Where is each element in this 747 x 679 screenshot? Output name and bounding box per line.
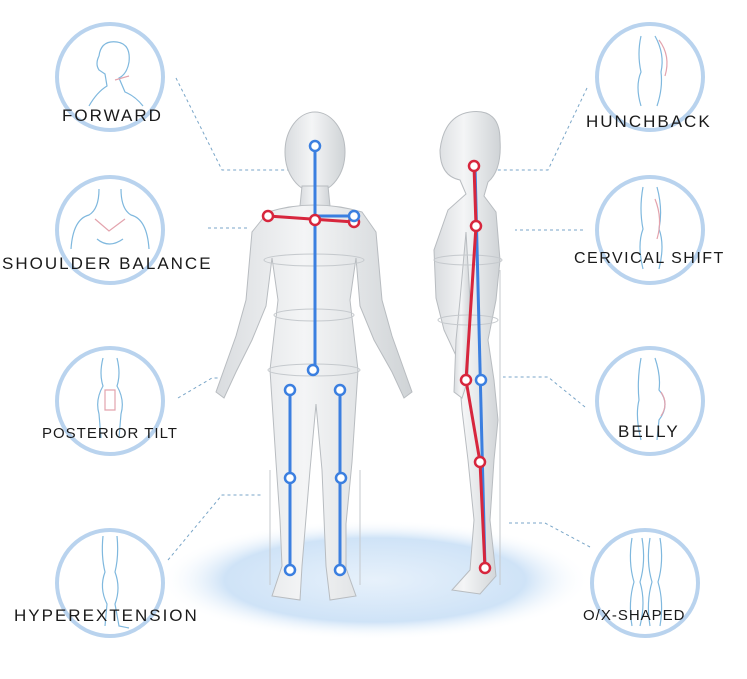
forward-head-icon bbox=[88, 41, 144, 107]
platform bbox=[160, 520, 590, 640]
ox-shaped-circle bbox=[590, 528, 700, 638]
hunchback-label: HUNCHBACK bbox=[586, 112, 712, 131]
posterior-tilt-icon bbox=[97, 357, 123, 439]
cervical-shift-circle bbox=[595, 175, 705, 285]
shoulder-balance-icon bbox=[70, 188, 150, 250]
posterior-tilt-label: POSTERIOR TILT bbox=[42, 425, 178, 442]
cervical-shift-icon bbox=[639, 186, 663, 270]
forward-circle bbox=[55, 22, 165, 132]
belly-label: BELLY bbox=[618, 422, 680, 441]
hyperextension-leg-icon bbox=[101, 535, 130, 629]
ox-legs-icon bbox=[629, 537, 663, 627]
leader-lines bbox=[167, 77, 591, 561]
belly-circle bbox=[595, 346, 705, 456]
cervical-shift-label: CERVICAL SHIFT bbox=[574, 250, 725, 267]
ox-shaped-label: O/X-SHAPED bbox=[583, 607, 686, 624]
side-joints bbox=[459, 159, 492, 575]
hyperextension-label: HYPEREXTENSION bbox=[14, 606, 199, 625]
front-joints bbox=[261, 139, 361, 577]
side-guides bbox=[433, 254, 503, 585]
shoulder-balance-label: SHOULDER BALANCE bbox=[2, 254, 213, 273]
posterior-tilt-circle bbox=[55, 346, 165, 456]
belly-icon bbox=[636, 357, 666, 441]
shoulder-balance-circle bbox=[55, 175, 165, 285]
hyperextension-circle bbox=[55, 528, 165, 638]
hunchback-circle bbox=[595, 22, 705, 132]
hunchback-icon bbox=[637, 35, 668, 107]
forward-label: FORWARD bbox=[62, 106, 163, 125]
